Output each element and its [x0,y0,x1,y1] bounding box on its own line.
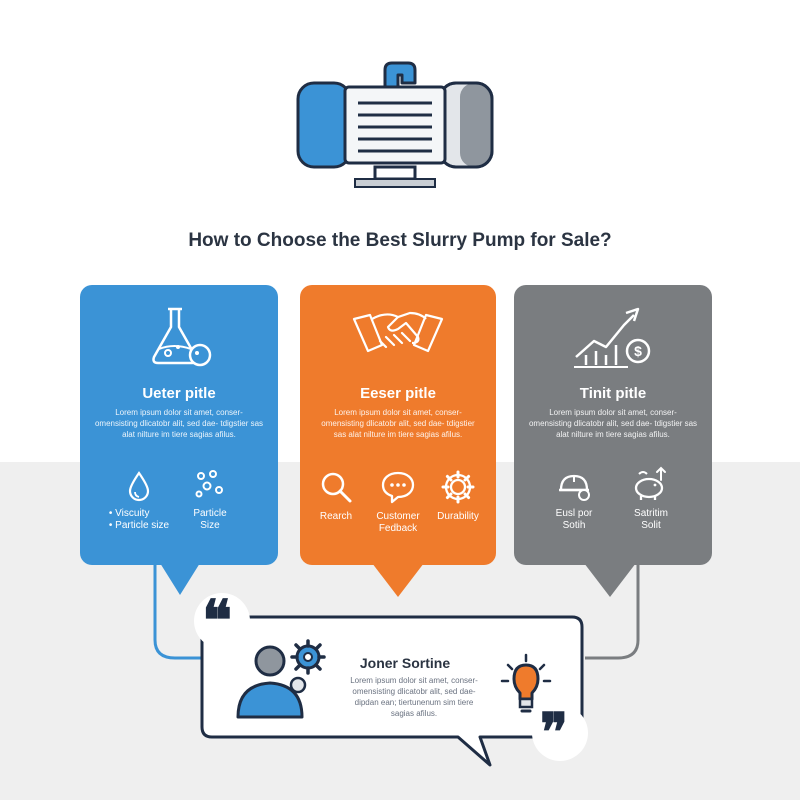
quote-title: Joner Sortine [359,655,451,671]
feature-label: Customer Fedback [376,511,420,534]
feature-label: Particle Size [193,508,227,531]
flask-icon [152,307,212,367]
feature-label: • Viscuity • Particle size [108,508,170,531]
feature-feedback: Customer Fedback [368,469,428,535]
card-pointer [584,563,636,597]
svg-text:$: $ [634,343,642,359]
person-gears-icon [236,639,326,719]
card-cost: $ Tinit pitle Lorem ipsum dolor sit amet… [514,285,712,565]
open-quote-badge [194,593,250,649]
growth-chart-icon: $ [574,307,651,368]
quote-body: Lorem ipsum dolor sit amet, conser- omen… [350,676,478,718]
feature-label: Durability [437,511,479,522]
card-title: Eeser pitle [360,385,436,402]
feature-research: Rearch [308,469,364,523]
chat-bubble-icon [381,471,415,504]
card-fluid: Ueter pitle Lorem ipsum dolor sit amet, … [80,285,278,565]
close-quote-badge [532,705,588,761]
particles-icon [195,470,223,498]
feature-durability: Durability [430,469,486,523]
card-body: Lorem ipsum dolor sit amet, conser- omen… [321,408,475,439]
lightbulb-icon [500,653,552,713]
feature-support: Eusl por Sotih [542,468,606,532]
feature-particle-size: Particle Size [180,468,240,532]
connector-lines [153,560,640,660]
pump-illustration [296,61,494,188]
water-drop-icon [128,471,150,502]
gear-icon [441,470,475,504]
card-title: Tinit pitle [579,385,647,402]
page-title: How to Choose the Best Slurry Pump for S… [188,230,612,251]
feature-label: Satritim Solit [634,508,668,531]
open-quote-icon: ❝ [202,588,233,654]
feature-savings: Satritim Solit [616,466,686,532]
close-quote-icon: ❞ [540,702,568,763]
magnifier-icon [321,472,352,503]
feature-label: Eusl por Sotih [555,508,593,531]
card-pointer [372,563,424,597]
card-title: Ueter pitle [142,385,216,402]
quote-box: ❝ Joner Sortine Lorem ipsum dolor sit am… [194,593,588,767]
handshake-icon [352,311,444,353]
feature-viscosity: • Viscuity • Particle size [94,470,184,532]
hard-hat-icon [559,474,590,501]
card-body: Lorem ipsum dolor sit amet, conser- omen… [528,408,698,439]
card-body: Lorem ipsum dolor sit amet, conser- omen… [94,408,264,439]
feature-label: Rearch [319,511,353,522]
card-pointer [160,563,200,595]
piggy-bank-icon [634,466,666,500]
card-customer: Eeser pitle Lorem ipsum dolor sit amet, … [300,285,496,565]
